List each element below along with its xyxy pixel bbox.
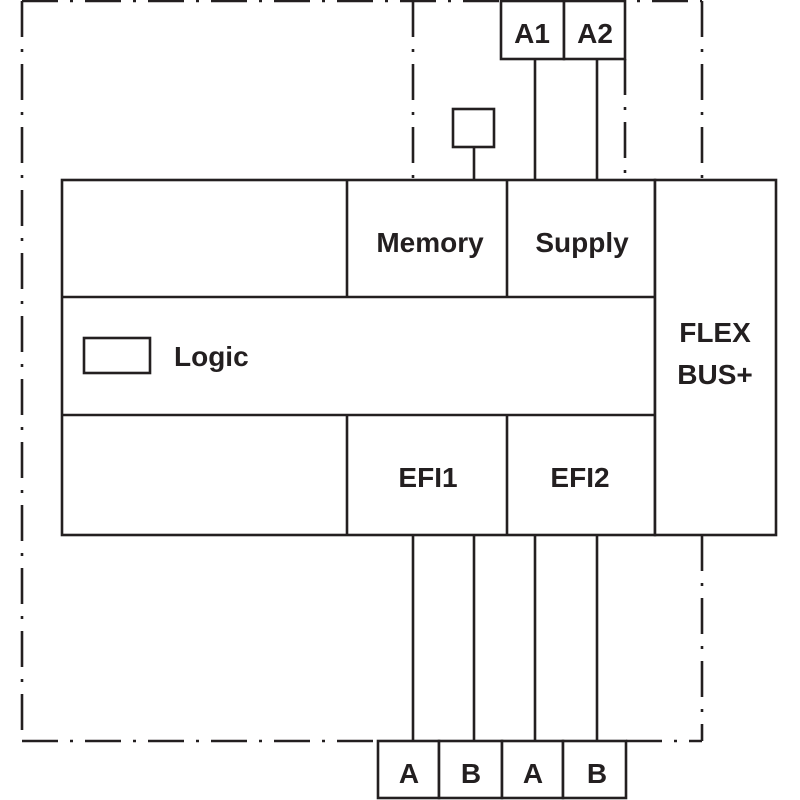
main-block: Memory Supply Logic EFI1 EFI2 [60, 178, 657, 537]
terminal-efi2-a-box [500, 739, 565, 800]
terminal-a1-label: A1 [514, 18, 550, 49]
supply-label: Supply [535, 227, 629, 258]
terminal-a2-box [562, 0, 627, 61]
main-block-outline [60, 178, 657, 537]
terminal-efi1-a: A [376, 739, 441, 800]
terminal-efi1-a-box [376, 739, 441, 800]
flexbus-label-line2: BUS+ [677, 359, 752, 390]
terminal-a1-box [499, 0, 566, 61]
power-section-boundary [411, 1, 627, 180]
flexbus-block-outline [653, 178, 778, 537]
terminal-a1: A1 [499, 0, 566, 61]
terminal-efi2-b-label: B [587, 758, 607, 789]
logic-indicator-icon [82, 336, 152, 375]
terminal-a2: A2 [562, 0, 627, 61]
terminal-a2-label: A2 [577, 18, 613, 49]
logic-label: Logic [174, 341, 249, 372]
terminal-efi1-b: B [437, 739, 504, 800]
terminal-efi2-a: A [500, 739, 565, 800]
efi1-label: EFI1 [398, 462, 457, 493]
module-housing-boundary [20, 0, 704, 743]
terminal-efi1-b-label: B [461, 758, 481, 789]
flexbus-label-line1: FLEX [679, 317, 751, 348]
memory-label: Memory [376, 227, 484, 258]
memory-plug-icon [451, 107, 496, 149]
terminal-efi2-a-label: A [523, 758, 543, 789]
efi2-label: EFI2 [550, 462, 609, 493]
terminal-efi2-b: B [561, 739, 628, 800]
terminal-efi1-b-box [437, 739, 504, 800]
flexbus-block: FLEX BUS+ [653, 178, 778, 537]
terminal-efi1-a-label: A [399, 758, 419, 789]
terminal-efi2-b-box [561, 739, 628, 800]
